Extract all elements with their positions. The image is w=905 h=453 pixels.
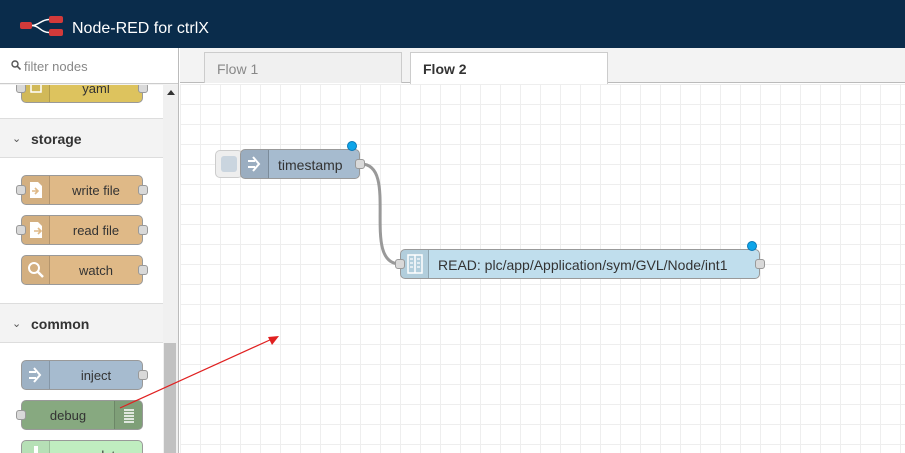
input-port[interactable] — [16, 225, 26, 235]
category-label: storage — [31, 131, 82, 147]
app-header: Node-RED for ctrlX — [0, 0, 905, 48]
palette-node-label: yaml — [82, 85, 110, 96]
app-title: Node-RED for ctrlX — [72, 20, 209, 37]
output-port[interactable] — [138, 85, 148, 93]
exclamation-icon — [22, 441, 50, 453]
output-port[interactable] — [138, 225, 148, 235]
palette-filter — [0, 48, 178, 84]
flow-node-label: timestamp — [278, 157, 343, 173]
output-port[interactable] — [755, 259, 765, 269]
node-palette: yaml ⌄ storage write file — [0, 48, 179, 453]
scroll-up-arrow-icon[interactable] — [167, 90, 175, 95]
input-port[interactable] — [16, 185, 26, 195]
flow-node-datalayer-read[interactable]: READ: plc/app/Application/sym/GVL/Node/i… — [395, 249, 765, 279]
scrollbar-thumb[interactable] — [164, 343, 176, 453]
palette-node-label: inject — [80, 368, 112, 383]
palette-node-label: read file — [72, 223, 120, 238]
yaml-icon — [22, 85, 50, 102]
output-port[interactable] — [138, 370, 148, 380]
output-port[interactable] — [355, 159, 365, 169]
palette-node-label: debug — [49, 408, 87, 423]
tab-flow-2[interactable]: Flow 2 — [410, 52, 608, 84]
input-port[interactable] — [16, 410, 26, 420]
category-header-storage[interactable]: ⌄ storage — [0, 118, 163, 158]
palette-node-yaml[interactable]: yaml — [16, 85, 148, 103]
search-icon — [22, 256, 50, 284]
input-port[interactable] — [16, 85, 26, 93]
flow-node-label: READ: plc/app/Application/sym/GVL/Node/i… — [438, 257, 728, 273]
palette-node-list: yaml ⌄ storage write file — [0, 85, 163, 453]
flow-node-timestamp[interactable]: timestamp — [240, 149, 365, 179]
node-changed-indicator — [747, 241, 757, 251]
workspace-tabs: Flow 1 Flow 2 — [180, 48, 905, 84]
palette-node-inject[interactable]: inject — [21, 360, 148, 390]
category-header-common[interactable]: ⌄ common — [0, 303, 163, 343]
category-label: common — [31, 316, 90, 332]
palette-node-write-file[interactable]: write file — [16, 175, 148, 205]
palette-node-debug[interactable]: debug — [16, 400, 143, 430]
palette-node-read-file[interactable]: read file — [16, 215, 148, 245]
palette-node-watch[interactable]: watch — [21, 255, 148, 285]
node-red-logo-icon — [20, 16, 63, 36]
palette-node-label: write file — [72, 183, 120, 198]
inject-trigger-icon — [221, 156, 237, 172]
node-changed-indicator — [347, 141, 357, 151]
arrow-in-icon — [22, 361, 50, 389]
inject-trigger-button[interactable] — [215, 150, 243, 178]
arrow-in-icon — [241, 150, 269, 178]
tab-flow-1[interactable]: Flow 1 — [204, 52, 402, 83]
filter-nodes-input[interactable] — [24, 57, 172, 75]
output-port[interactable] — [138, 265, 148, 275]
palette-node-label: watch — [79, 263, 113, 278]
output-port[interactable] — [138, 185, 148, 195]
chevron-down-icon: ⌄ — [12, 133, 22, 145]
palette-scrollbar[interactable] — [163, 85, 178, 453]
palette-node-complete[interactable]: complete — [21, 440, 143, 453]
list-icon — [114, 401, 142, 429]
input-port[interactable] — [395, 259, 405, 269]
chevron-down-icon: ⌄ — [12, 318, 22, 330]
database-icon — [401, 250, 429, 278]
palette-node-label: complete — [50, 448, 142, 453]
file-out-icon — [22, 176, 50, 204]
search-icon — [11, 60, 21, 70]
file-in-icon — [22, 216, 50, 244]
